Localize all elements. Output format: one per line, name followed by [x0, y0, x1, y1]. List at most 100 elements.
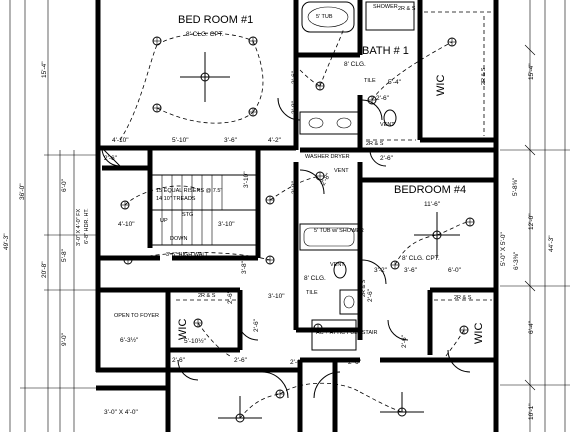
closet-shelves — [176, 11, 492, 301]
door-swings — [101, 97, 471, 399]
tub-shower-2 — [299, 223, 359, 251]
dim-label: 6'-0" — [448, 267, 462, 274]
shelf-label: 2R & S — [198, 293, 216, 299]
dim-label: 3'-6" — [224, 137, 238, 144]
room-label-bed1: BED ROOM #1 — [178, 14, 253, 26]
stair-notes: 15 EQUAL RISERS @ 7.5" 14 10" TREADS STG… — [156, 188, 222, 258]
dim-label: 15'-4" — [41, 61, 48, 78]
shelf-label: 2R & S — [481, 67, 487, 85]
shelf-label: 2R & S — [454, 295, 472, 301]
dim-label: 2'-8" — [291, 100, 298, 114]
label-tile1: TILE — [364, 78, 376, 84]
sink-2 — [339, 289, 359, 315]
dim-label: 3'-6" — [404, 267, 418, 274]
dim-label: 2'-6" — [290, 359, 304, 366]
dim-label: 2'-6" — [376, 95, 390, 102]
staircase — [151, 174, 257, 246]
room-labels: BED ROOM #1 8' CLG. CPT. BATH # 1 5' TUB… — [114, 4, 485, 344]
exterior-walls — [95, 0, 499, 432]
dim-label: 2'-6" — [456, 357, 470, 364]
attic-stair — [311, 319, 357, 351]
dim-label: 6'-0" — [61, 178, 68, 192]
shelf-label: 2R & S — [398, 6, 416, 12]
dim-label: 2'-6" — [253, 318, 260, 332]
switch-wiring — [119, 27, 471, 419]
note-high-wall: 3'-6" HIGH WALL — [166, 252, 209, 258]
toilet-2 — [333, 261, 347, 279]
dim-label: 6'-8" HDR. HT. — [84, 208, 90, 244]
ceiling-fan-bed4 — [414, 212, 460, 258]
dimension-lines-left — [9, 0, 100, 432]
shelf-labels: 2R & S 2R & S 2R & S 2R & S 2R & S 2R & … — [198, 6, 487, 301]
dim-label: 5'-10" — [172, 137, 189, 144]
bathtub-1 — [301, 1, 355, 33]
dim-label: 15'-4" — [528, 63, 535, 80]
room-label-wic-2: WIC — [177, 319, 189, 340]
dim-label: 3'-0" X 4'-0" FX — [76, 208, 82, 246]
dim-label: 4'-2" — [268, 137, 282, 144]
room-label-wic-1: WIC — [435, 75, 447, 96]
dim-label: 44'-3" — [548, 235, 555, 252]
label-foyer: OPEN TO FOYER — [114, 313, 159, 319]
note-clg2: 8' CLG. — [344, 61, 366, 68]
dim-label: 5'-8" — [61, 248, 68, 262]
dim-label: 2'-6" — [227, 290, 234, 304]
label-tile2: TILE — [306, 290, 318, 296]
ceiling-fan-lower-right — [380, 392, 424, 417]
note-treads: 14 10" TREADS — [156, 196, 196, 202]
ceiling-fan-bed1 — [180, 52, 230, 102]
dim-label: 49'-3" — [3, 233, 10, 250]
dim-label: 5'-10½" — [184, 337, 207, 345]
note-clg3: 8' CLG. — [304, 275, 326, 282]
note-clg4: 8' CLG. CPT. — [402, 255, 440, 262]
room-label-bath1: BATH # 1 — [362, 45, 409, 57]
dim-label: 4'-10" — [112, 137, 129, 144]
dim-label: 2'-6" — [367, 288, 374, 302]
dim-label: 5'-8⅝" — [512, 177, 519, 196]
label-vent2: VENT — [380, 122, 395, 128]
dim-label: 11'-6" — [424, 201, 441, 208]
note-up: UP — [160, 218, 168, 224]
dim-label: 2'-6" — [234, 357, 248, 364]
dim-label: 5'-0" X 5'-0" — [500, 231, 507, 266]
shelf-label: 2R & S — [366, 141, 384, 147]
dim-label: 5'-4" — [388, 79, 402, 86]
dim-label: 9'-0" — [61, 332, 68, 346]
sinks-bath1 — [299, 111, 359, 135]
dim-label: 2'-6" — [104, 155, 118, 162]
label-shower: SHOWER — [373, 4, 398, 10]
dim-label: 4'-10" — [118, 221, 135, 228]
left-dimension-labels: 36'-0" 49'-3" 15'-4" 6'-0" 5'-8" 20'-8" … — [3, 61, 90, 346]
stair-treads — [161, 175, 223, 245]
note-clg1: 8' CLG. CPT. — [186, 31, 224, 38]
note-down: DOWN — [170, 236, 187, 242]
note-stg: STG — [182, 212, 193, 218]
label-tub-shower: 5' TUB w/ SHOWER — [314, 228, 364, 234]
dim-label: 10'-1" — [528, 403, 535, 420]
dim-label: 6'-3½" — [120, 336, 139, 344]
dim-label: 2'-6" — [380, 155, 394, 162]
label-vent1: VENT — [334, 168, 349, 174]
dim-label: 6'-4" — [528, 320, 535, 334]
dim-label: 2'-6" — [401, 334, 408, 348]
dim-label: 20'-8" — [41, 261, 48, 278]
dim-label: 2'-8" — [320, 172, 333, 187]
room-label-wic-3: WIC — [473, 323, 485, 344]
label-attic: AC + ATTIC PULL STAIR — [316, 330, 378, 336]
dim-label: 3'-10" — [243, 171, 250, 188]
shower-1 — [365, 1, 415, 31]
dimension-labels: 4'-10" 5'-10" 3'-6" 4'-2" 2'-6" 5'-4" 2'… — [104, 70, 470, 416]
dim-label: 3'-0" X 4'-0" — [104, 409, 139, 416]
dim-label: 2'-6" — [348, 359, 362, 366]
dim-label: 3'-10" — [218, 221, 235, 228]
note-risers: 15 EQUAL RISERS @ 7.5" — [156, 188, 222, 194]
dim-label: 3'-2" — [374, 267, 388, 274]
dim-label: 6'-3⅜" — [513, 251, 520, 270]
room-label-bed4: BEDROOM #4 — [394, 184, 466, 196]
dim-label: 3'-10" — [268, 293, 285, 300]
label-vent3: VENT — [330, 262, 345, 268]
dim-label: 36'-0" — [19, 183, 26, 200]
label-tub: 5' TUB — [316, 14, 333, 20]
dimension-lines-right — [500, 0, 570, 432]
